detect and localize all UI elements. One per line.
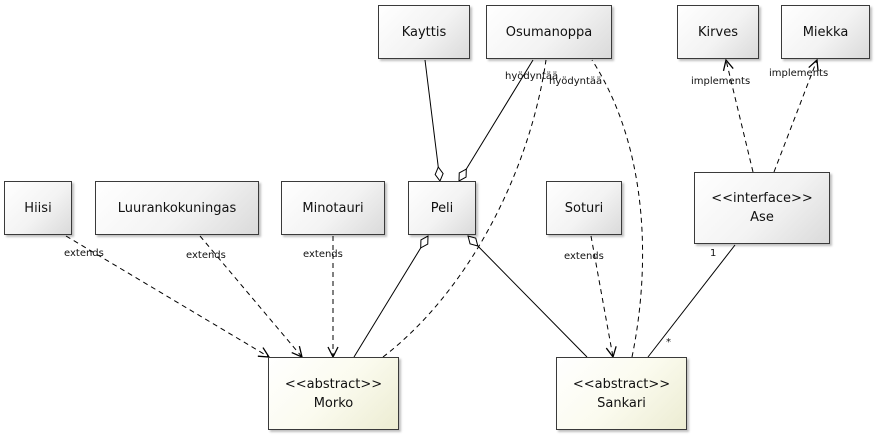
class-miekka-name: Miekka — [802, 24, 849, 40]
edge-morko-peli — [353, 235, 429, 358]
label-extends-hiisi: extends — [64, 248, 104, 259]
edge-sankari-peli — [467, 235, 588, 358]
class-morko[interactable]: <<abstract>> Morko — [268, 357, 399, 430]
label-multiplicity-many: * — [666, 337, 671, 348]
class-ase[interactable]: <<interface>> Ase — [694, 172, 830, 244]
class-hiisi[interactable]: Hiisi — [4, 181, 72, 235]
class-sankari-name: Sankari — [597, 395, 646, 411]
class-kayttis-name: Kayttis — [401, 24, 447, 40]
class-kirves-name: Kirves — [698, 24, 738, 40]
class-luurankokuningas-name: Luurankokuningas — [117, 200, 237, 216]
class-sankari-stereotype: <<abstract>> — [572, 376, 671, 392]
class-soturi-name: Soturi — [564, 200, 604, 216]
label-hyodyntaa-sankari: hyödyntää — [549, 76, 603, 87]
class-soturi[interactable]: Soturi — [546, 181, 622, 235]
edge-osumanoppa-peli — [458, 59, 534, 182]
class-minotauri-name: Minotauri — [302, 200, 364, 216]
class-osumanoppa[interactable]: Osumanoppa — [486, 5, 612, 59]
class-peli-name: Peli — [430, 200, 454, 216]
label-hyodyntaa-morko: hyödyntää — [505, 71, 559, 82]
class-morko-name: Morko — [313, 395, 354, 411]
class-peli[interactable]: Peli — [408, 181, 476, 235]
edge-sankari-osumanoppa — [591, 59, 644, 358]
class-sankari[interactable]: <<abstract>> Sankari — [556, 357, 687, 430]
class-miekka[interactable]: Miekka — [781, 5, 870, 59]
edge-kayttis-peli — [424, 59, 444, 183]
class-ase-stereotype: <<interface>> — [711, 191, 813, 206]
class-minotauri[interactable]: Minotauri — [281, 181, 385, 235]
class-kirves[interactable]: Kirves — [677, 5, 759, 59]
edge-ase-kirves — [726, 60, 754, 173]
label-extends-minotauri: extends — [303, 249, 343, 260]
class-ase-name: Ase — [750, 210, 774, 225]
label-implements-miekka: implements — [769, 68, 829, 79]
edge-hiisi-morko — [65, 235, 269, 357]
label-implements-kirves: implements — [691, 76, 751, 87]
class-luurankokuningas[interactable]: Luurankokuningas — [95, 181, 259, 235]
edge-morko-osumanoppa — [382, 59, 547, 358]
class-osumanoppa-name: Osumanoppa — [505, 24, 593, 40]
class-kayttis[interactable]: Kayttis — [378, 5, 470, 59]
label-extends-luurankokuningas: extends — [186, 250, 226, 261]
edge-soturi-sankari — [590, 235, 613, 357]
edge-ase-miekka — [773, 60, 817, 173]
class-morko-stereotype: <<abstract>> — [284, 376, 383, 392]
label-extends-soturi: extends — [564, 251, 604, 262]
edge-ase-sankari — [647, 244, 736, 358]
class-hiisi-name: Hiisi — [24, 200, 52, 216]
label-multiplicity-one: 1 — [710, 248, 717, 259]
